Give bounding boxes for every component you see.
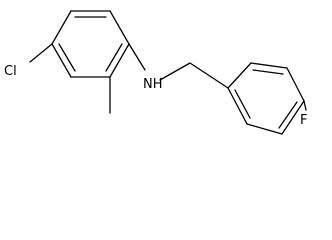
bond [250,62,288,69]
bond [246,123,283,135]
bond [109,43,130,78]
fluorine-label: F [300,113,307,128]
bond [105,43,123,72]
molecule-drawing: Cl NH F [4,10,307,135]
bond [227,87,248,125]
bond [227,62,252,89]
chlorine-label: Cl [4,64,17,79]
bond [128,43,146,71]
bond [278,101,298,129]
bond [51,10,72,45]
bond [234,89,251,119]
bond [286,67,305,102]
structure-diagram: Cl NH F [4,10,307,135]
bond [159,62,191,81]
bond [58,43,76,72]
bond [109,10,130,45]
bond [29,43,53,63]
bond [189,62,229,89]
bond [252,69,284,75]
bond [51,43,72,78]
amine-label: NH [143,77,163,92]
bond [303,100,307,111]
bond [281,100,305,135]
